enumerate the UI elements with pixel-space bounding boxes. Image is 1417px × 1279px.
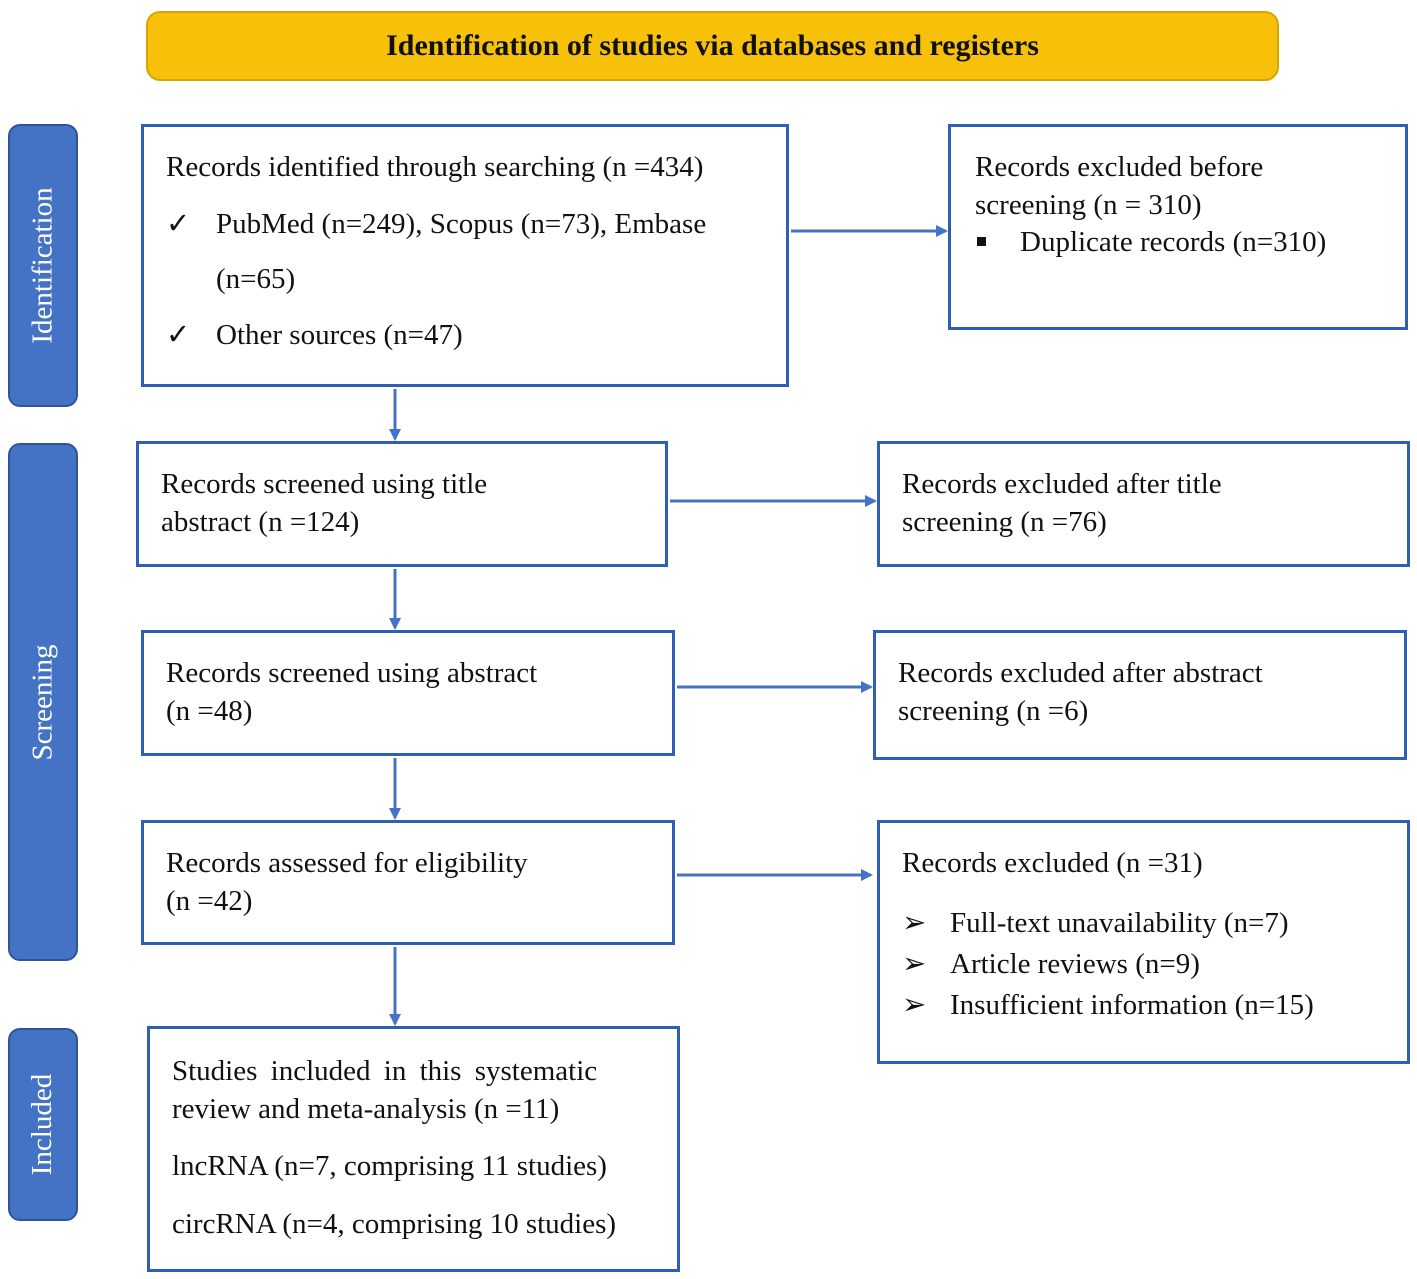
included-line1: Studies included in this systematic xyxy=(172,1055,598,1087)
reason-text: Full-text unavailability (n=7) xyxy=(950,906,1289,939)
excluded-final-box: Records excluded (n =31) ➢ Full-text una… xyxy=(877,820,1410,1064)
stage-screening: Screening xyxy=(8,443,78,961)
arrowhead-bullet-icon: ➢ xyxy=(902,906,927,939)
stage-included-label: Included xyxy=(26,1073,59,1176)
stage-identification: Identification xyxy=(8,124,78,407)
excluded-before-line2: screening (n = 310) xyxy=(975,188,1202,221)
reason-text: Article reviews (n=9) xyxy=(950,948,1200,981)
eligibility-line2: (n =42) xyxy=(166,884,253,917)
included-box: Studies included in this systematic revi… xyxy=(147,1026,680,1272)
reason-text: Insufficient information (n=15) xyxy=(950,989,1314,1022)
stage-included: Included xyxy=(8,1028,78,1221)
included-circrna: circRNA (n=4, comprising 10 studies) xyxy=(172,1208,617,1241)
excluded-title-box: Records excluded after title screening (… xyxy=(877,441,1410,567)
excluded-abstract-line2: screening (n =6) xyxy=(898,694,1089,727)
screened-title-line2: abstract (n =124) xyxy=(161,505,360,538)
eligibility-box: Records assessed for eligibility (n =42) xyxy=(141,820,675,945)
screened-abstract-line1: Records screened using abstract xyxy=(166,657,538,689)
header-title: Identification of studies via databases … xyxy=(386,29,1039,62)
excluded-title-line1: Records excluded after title xyxy=(902,468,1222,500)
square-bullet-icon xyxy=(977,237,986,247)
records-identified-box: Records identified through searching (n … xyxy=(141,124,789,387)
eligibility-line1: Records assessed for eligibility xyxy=(166,847,528,879)
excluded-abstract-box: Records excluded after abstract screenin… xyxy=(873,630,1407,760)
excluded-title-line2: screening (n =76) xyxy=(902,505,1107,538)
arrowhead-bullet-icon: ➢ xyxy=(902,948,927,981)
excluded-abstract-line1: Records excluded after abstract xyxy=(898,657,1263,689)
included-lncrna: lncRNA (n=7, comprising 11 studies) xyxy=(172,1150,607,1183)
screened-title-box: Records screened using title abstract (n… xyxy=(136,441,668,567)
stage-screening-label: Screening xyxy=(26,644,59,760)
duplicates-text: Duplicate records (n=310) xyxy=(1020,226,1327,259)
screened-abstract-box: Records screened using abstract (n =48) xyxy=(141,630,675,756)
screened-title-line1: Records screened using title xyxy=(161,468,488,500)
arrowhead-bullet-icon: ➢ xyxy=(902,989,927,1022)
reason-row: ➢ Article reviews (n=9) xyxy=(902,946,1407,984)
sources-row-cont: (n=65) xyxy=(166,261,786,299)
header-banner: Identification of studies via databases … xyxy=(146,11,1279,81)
sources-line2: (n=65) xyxy=(216,263,296,296)
included-line2: review and meta-analysis (n =11) xyxy=(172,1092,560,1125)
screened-abstract-line2: (n =48) xyxy=(166,694,253,727)
stage-identification-label: Identification xyxy=(26,187,59,344)
other-sources-row: ✓ Other sources (n=47) xyxy=(166,317,786,355)
check-icon: ✓ xyxy=(166,319,191,352)
sources-row: ✓ PubMed (n=249), Scopus (n=73), Embase xyxy=(166,206,786,244)
excluded-final-title: Records excluded (n =31) xyxy=(902,847,1203,879)
reason-row: ➢ Full-text unavailability (n=7) xyxy=(902,905,1407,943)
excluded-before-box: Records excluded before screening (n = 3… xyxy=(948,124,1408,330)
duplicates-row: Duplicate records (n=310) xyxy=(951,224,1405,262)
check-icon: ✓ xyxy=(166,207,191,240)
records-identified-title: Records identified through searching (n … xyxy=(166,151,704,183)
excluded-before-line1: Records excluded before xyxy=(975,151,1264,183)
other-sources: Other sources (n=47) xyxy=(216,319,463,352)
reason-row: ➢ Insufficient information (n=15) xyxy=(902,987,1407,1025)
sources-line1: PubMed (n=249), Scopus (n=73), Embase xyxy=(216,207,707,240)
